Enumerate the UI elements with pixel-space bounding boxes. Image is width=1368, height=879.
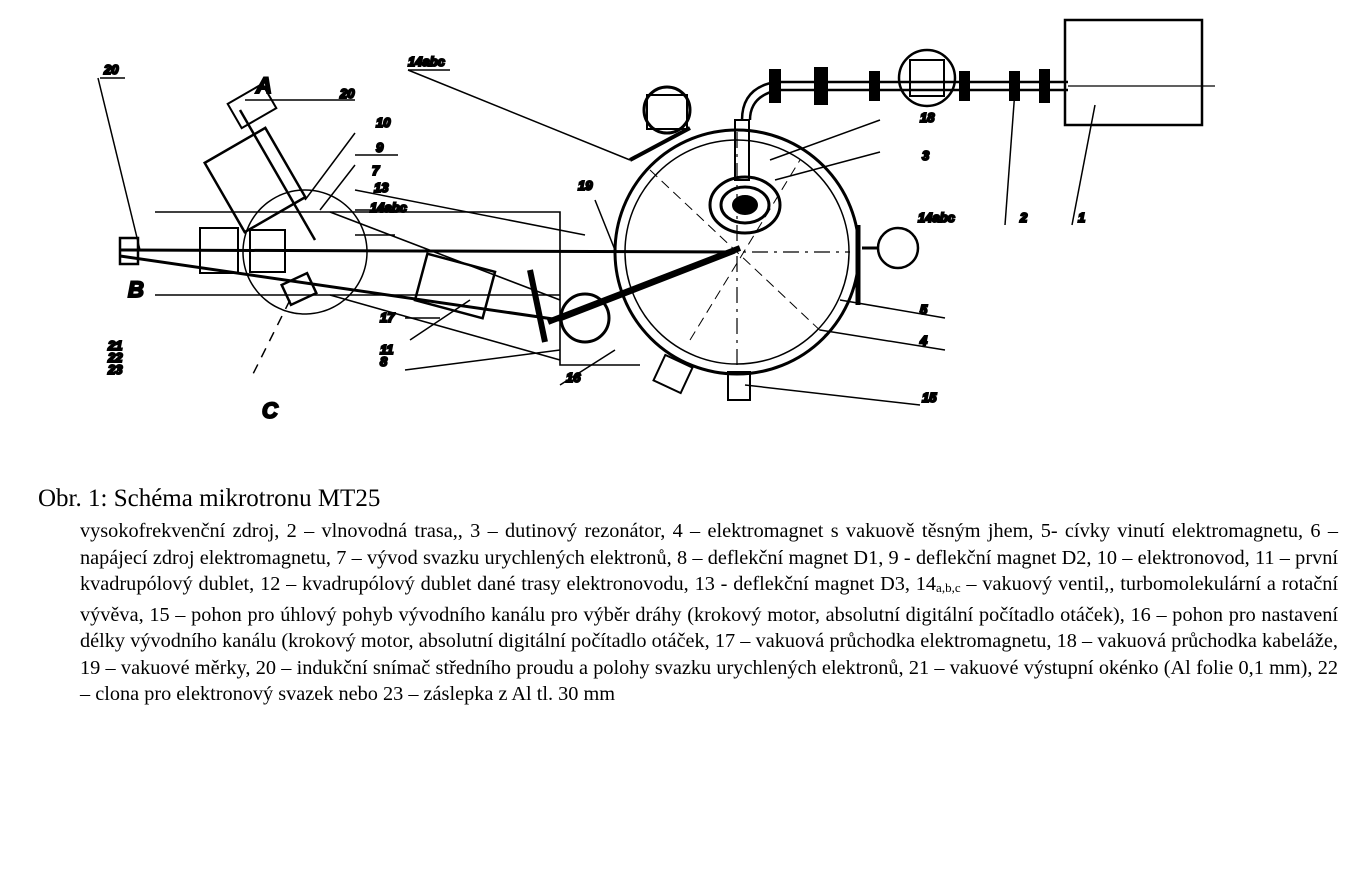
microtron-schematic: A B C 1 2 3 4 5 7 8 9 10 11 13 15 16 17 … [97, 18, 1215, 424]
label-23: 23 [107, 362, 123, 377]
label-11: 11 [380, 342, 394, 357]
rf-source-box [1063, 18, 1204, 127]
label-8: 8 [380, 354, 388, 369]
label-4: 4 [919, 333, 928, 348]
label-1: 1 [1078, 210, 1085, 225]
drive-15 [727, 371, 751, 401]
drive-16 [652, 353, 694, 395]
label-17: 17 [380, 310, 395, 325]
branch-c [249, 271, 318, 381]
label-a: A [255, 73, 272, 98]
label-13: 13 [374, 180, 389, 195]
cavity-resonator [708, 119, 782, 235]
electron-guide [119, 211, 742, 366]
label-2: 2 [1019, 210, 1028, 225]
deflection-magnet-d1 [559, 292, 611, 344]
label-9: 9 [376, 140, 384, 155]
branch-b [118, 189, 368, 315]
label-18: 18 [920, 110, 935, 125]
quadrupole-doublet-11 [413, 252, 497, 320]
label-3: 3 [922, 148, 930, 163]
label-22: 22 [107, 350, 123, 365]
label-10: 10 [376, 115, 391, 130]
label-19: 19 [578, 178, 593, 193]
label-16: 16 [566, 370, 581, 385]
label-14abc-mid: 14abc [370, 200, 408, 215]
label-20-top: 20 [339, 86, 355, 101]
branch-a [202, 82, 317, 241]
label-c: C [262, 398, 279, 423]
label-14abc-right: 14abc [918, 210, 956, 225]
leader-lines [97, 69, 1096, 406]
caption-title: Obr. 1: Schéma mikrotronu MT25 [38, 485, 381, 512]
label-b: B [128, 277, 144, 302]
label-5: 5 [920, 302, 928, 317]
label-14abc-top: 14abc [408, 54, 446, 69]
label-20-left: 20 [103, 62, 119, 77]
caption-body-part-b: – vakuový ventil,, turbomolekulární a ro… [80, 573, 1338, 705]
figure-caption: Obr. 1: Schéma mikrotronu MT25 vysokofre… [38, 484, 1338, 708]
label-15: 15 [922, 390, 937, 405]
caption-body: vysokofrekvenční zdroj, 2 – vlnovodná tr… [80, 518, 1338, 708]
label-21: 21 [107, 338, 122, 353]
caption-subscript: a,b,c [936, 580, 961, 595]
right-valve [855, 225, 920, 305]
vacuum-pump [629, 85, 692, 162]
caption-body-part-a: vysokofrekvenční zdroj, 2 – vlnovodná tr… [80, 520, 1338, 595]
label-7: 7 [372, 163, 380, 178]
waveguide-line [740, 48, 1215, 121]
